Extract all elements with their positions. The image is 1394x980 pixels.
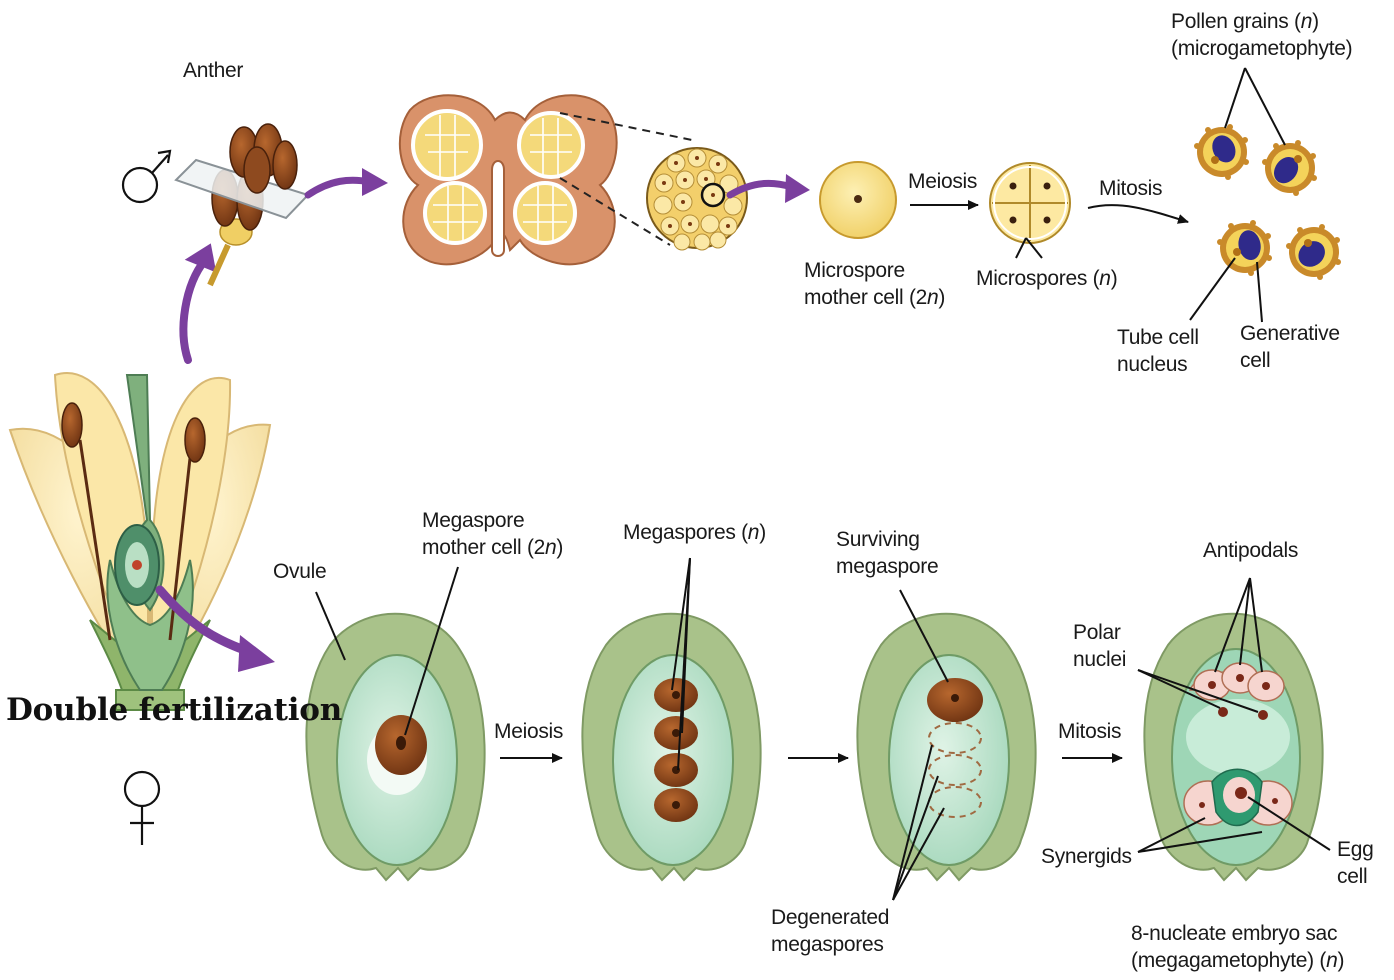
degenerated-megaspores-label: Degenerated megaspores	[771, 904, 889, 958]
arrow-flower-to-anther	[183, 260, 205, 360]
flower-illustration	[10, 373, 270, 710]
megaspore-mother-line2: mother cell (2	[422, 536, 545, 559]
surviving-megaspore-label: Surviving megaspore	[836, 526, 938, 580]
surviving-line1: Surviving	[836, 528, 920, 551]
microspore-mother-cell-label: Microspore mother cell (2n)	[804, 257, 945, 311]
male-symbol-icon	[118, 145, 178, 210]
megagametophyte-close: )	[1337, 949, 1344, 972]
tube-cell-line2: nucleus	[1117, 353, 1187, 376]
anther-cross-section	[400, 95, 617, 264]
page-title: Double fertilization	[6, 692, 342, 728]
generative-cell-label: Generative cell	[1240, 320, 1340, 374]
pollen-grains-ploidy: n	[1301, 10, 1312, 33]
generative-line2: cell	[1240, 349, 1270, 372]
synergids-label: Synergids	[1041, 843, 1132, 870]
polar-line1: Polar	[1073, 621, 1121, 644]
tube-cell-nucleus-label: Tube cell nucleus	[1117, 324, 1199, 378]
pollen-grains	[1194, 124, 1341, 280]
generative-line1: Generative	[1240, 322, 1340, 345]
female-symbol-icon	[118, 765, 168, 850]
microspore-mother-cell-line1: Microspore	[804, 259, 905, 282]
pollen-grains-close: )	[1312, 10, 1319, 33]
ovule-label: Ovule	[273, 558, 326, 585]
megaspore-mother-line1: Megaspore	[422, 509, 524, 532]
megaspore-mother-ploidy: n	[545, 536, 556, 559]
arrow-mitosis-male	[1088, 205, 1188, 222]
megagametophyte-ploidy: n	[1326, 949, 1337, 972]
microspore-mother-cell-close: )	[938, 286, 945, 309]
egg-line2: cell	[1337, 865, 1367, 888]
microspore-mother-cell-ploidy: n	[927, 286, 938, 309]
embryo-sac-label: 8-nucleate embryo sac (megagametophyte) …	[1131, 920, 1344, 974]
tube-cell-line1: Tube cell	[1117, 326, 1199, 349]
microgametophyte-label: (microgametophyte)	[1171, 37, 1352, 60]
meiosis-label-male: Meiosis	[908, 168, 977, 195]
mitosis-label-female: Mitosis	[1058, 718, 1121, 745]
ovule-1	[306, 614, 484, 880]
microspore-tetrad	[990, 163, 1070, 243]
megaspores-text: Megaspores (	[623, 521, 748, 544]
microspores-close: )	[1111, 267, 1118, 290]
embryo-sac-line1: 8-nucleate embryo sac	[1131, 922, 1337, 945]
ovule-4-embryo-sac	[1144, 614, 1322, 880]
ovule-2	[582, 614, 760, 880]
megaspores-label: Megaspores (n)	[623, 519, 766, 546]
polar-line2: nuclei	[1073, 648, 1126, 671]
egg-line1: Egg	[1337, 838, 1373, 861]
pollen-grains-label: Pollen grains (n) (microgametophyte)	[1171, 8, 1352, 62]
megaspore-mother-cell-label: Megaspore mother cell (2n)	[422, 507, 563, 561]
megaspore-mother-close: )	[556, 536, 563, 559]
degenerated-line1: Degenerated	[771, 906, 889, 929]
mitosis-label-male: Mitosis	[1099, 175, 1162, 202]
pollen-sac-detail	[647, 148, 747, 250]
ovule-3	[857, 614, 1035, 880]
degenerated-line2: megaspores	[771, 933, 884, 956]
pollen-grains-text: Pollen grains (	[1171, 10, 1301, 33]
microspores-ploidy: n	[1099, 267, 1110, 290]
egg-cell-label: Egg cell	[1337, 836, 1373, 890]
microspore-mother-cell-line2: mother cell (2	[804, 286, 927, 309]
surviving-line2: megaspore	[836, 555, 938, 578]
megaspores-ploidy: n	[748, 521, 759, 544]
anther-label: Anther	[183, 57, 243, 84]
microspore-mother-cell	[820, 162, 896, 238]
megagametophyte-text: (megagametophyte) (	[1131, 949, 1326, 972]
polar-nuclei-label: Polar nuclei	[1073, 619, 1126, 673]
antipodals-label: Antipodals	[1203, 537, 1298, 564]
meiosis-label-female: Meiosis	[494, 718, 563, 745]
megaspores-close: )	[759, 521, 766, 544]
microspores-label: Microspores (n)	[976, 265, 1117, 292]
microspores-text: Microspores (	[976, 267, 1099, 290]
